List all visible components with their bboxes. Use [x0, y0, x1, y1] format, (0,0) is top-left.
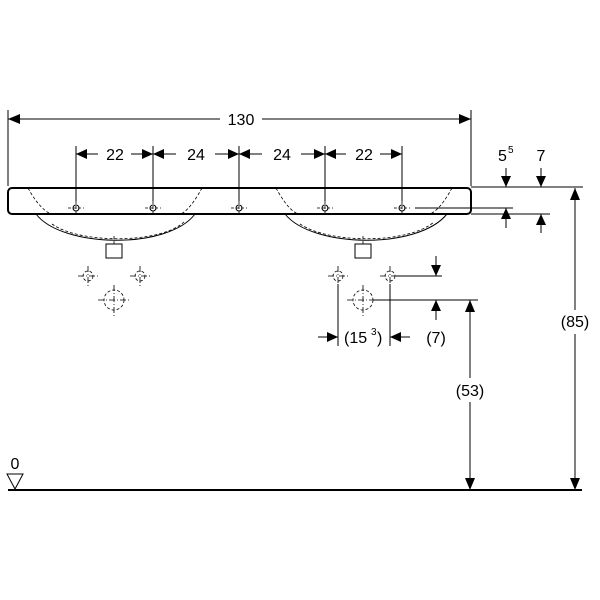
tap-holes	[68, 201, 410, 215]
tap-hole-3-icon	[231, 201, 247, 215]
dim-drain-offset: (15 3 )	[318, 284, 410, 347]
dim-rim: 5 5 7	[415, 145, 583, 233]
drain-offset-close: )	[377, 330, 382, 347]
hole-spacing-2-label: 24	[187, 147, 205, 164]
drain-offset-open: (15	[344, 330, 367, 347]
left-bowl	[27, 187, 203, 259]
rim-height-label: 7	[537, 148, 546, 165]
tap-hole-4-icon	[317, 201, 333, 215]
tap-hole-5-icon	[394, 201, 410, 215]
dim-overall-width: 130	[7, 110, 472, 186]
hole-spacing-3-label: 24	[273, 147, 291, 164]
overall-height-label: (85)	[561, 314, 589, 331]
overall-width-label: 130	[228, 112, 255, 129]
dim-drain-vertical: (7)	[396, 256, 446, 347]
rim-thickness-label: 5	[498, 148, 507, 165]
waste-left-icon	[98, 285, 130, 316]
floor-level: 0	[6, 456, 582, 491]
rim-thickness-sup: 5	[508, 145, 514, 156]
floor-level-triangle-icon	[6, 473, 24, 491]
supply-left-a-icon	[78, 266, 98, 286]
right-bowl	[275, 187, 453, 259]
hole-spacing-4-label: 22	[355, 147, 373, 164]
supply-left-b-icon	[130, 266, 150, 286]
drain-offset-sup: 3	[371, 327, 377, 338]
right-wall-connections	[328, 266, 400, 316]
tap-hole-2-icon	[145, 201, 161, 215]
dim-drain-height: (53)	[373, 299, 484, 490]
tap-hole-1-icon	[68, 201, 84, 215]
dim-hole-spacings: 22 24 24 22	[75, 146, 403, 201]
supply-right-a-icon	[328, 266, 348, 286]
left-drain-outlet	[105, 243, 123, 259]
dim-overall-height: (85)	[561, 188, 589, 490]
floor-level-label: 0	[11, 456, 20, 473]
hole-spacing-1-label: 22	[106, 147, 124, 164]
right-drain-outlet	[354, 243, 372, 259]
drain-vertical-label: (7)	[426, 330, 446, 347]
left-wall-connections	[78, 266, 150, 316]
drain-height-label: (53)	[456, 383, 484, 400]
